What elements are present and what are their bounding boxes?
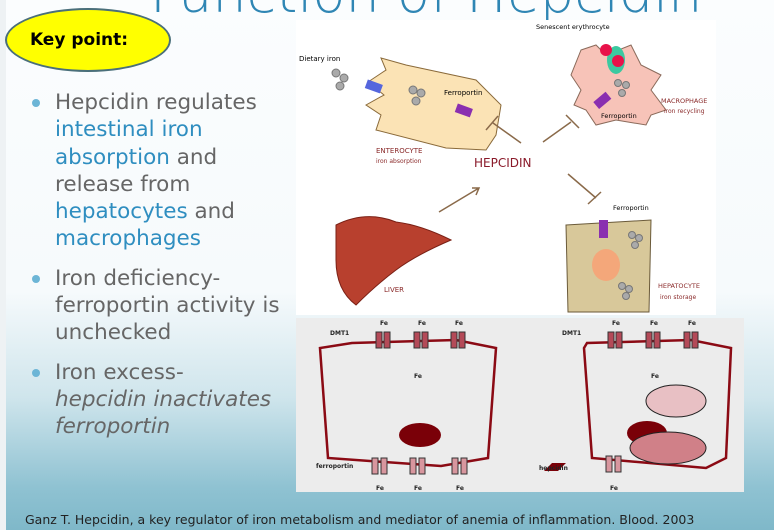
dmt1-transporter	[364, 79, 383, 94]
hepcidin-pathway-figure: Dietary iron Ferroportin ENTEROCYTE iron…	[296, 20, 716, 315]
label-enterocyte: ENTEROCYTE	[376, 147, 422, 155]
label-fe-out: Fe	[610, 485, 618, 492]
hepatocyte-cell	[565, 219, 652, 313]
endosome	[629, 431, 707, 465]
label-enterocyte-sub: iron absorption	[376, 158, 422, 165]
bullet-text: Iron deficiency- ferroportin activity is…	[55, 265, 280, 346]
lysosome	[645, 384, 707, 418]
label-macrophage-sub: iron recycling	[664, 108, 705, 115]
bullet-list: Hepcidin regulates intestinal iron absor…	[32, 89, 292, 453]
ferroportin-channels	[371, 455, 622, 475]
ferroportin-mechanism-figure: DMT1 DMT1 Fe Fe Fe Fe Fe Fe Fe Fe ferrop…	[296, 318, 744, 492]
label-dietary-iron: Dietary iron	[299, 55, 340, 63]
label-senescent-erythrocyte: Senescent erythrocyte	[536, 23, 610, 31]
liver-illustration	[335, 216, 453, 306]
label-fe: Fe	[688, 320, 696, 327]
label-fe-out: Fe	[376, 485, 384, 492]
ferroportin-transporter	[454, 103, 473, 118]
label-fe-center: Fe	[414, 373, 422, 380]
label-ferroportin-hepatocyte: Ferroportin	[613, 204, 649, 212]
label-fe-out: Fe	[456, 485, 464, 492]
highlight-macrophages: macrophages	[55, 226, 201, 252]
bullet-iron-excess: Iron excess-hepcidin inactivates ferropo…	[32, 359, 292, 441]
label-fe-out: Fe	[414, 485, 422, 492]
citation: Ganz T. Hepcidin, a key regulator of iro…	[25, 512, 695, 527]
label-fe-center-right: Fe	[651, 373, 659, 380]
enterocyte-cell	[331, 57, 502, 151]
label-fe: Fe	[650, 320, 658, 327]
dmt1-channels	[375, 331, 699, 349]
label-fe: Fe	[380, 320, 388, 327]
label-fe: Fe	[455, 320, 463, 327]
hepcidin-molecule	[544, 463, 566, 471]
label-hepatocyte: HEPATOCYTE	[658, 282, 700, 290]
bullet-text: Hepcidin regulates	[55, 90, 257, 115]
label-hepatocyte-sub: iron storage	[660, 294, 696, 301]
label-dmt1: DMT1	[330, 330, 349, 337]
label-liver: LIVER	[384, 286, 404, 294]
bullet-hepcidin-regulates: Hepcidin regulates intestinal iron absor…	[32, 89, 292, 253]
inhibition-arrows	[438, 114, 602, 213]
label-ferroportin-macrophage: Ferroportin	[601, 112, 637, 120]
highlight-hepatocytes: hepatocytes	[55, 199, 188, 225]
label-hepcidin: hepcidin	[539, 465, 568, 472]
label-dmt1-right: DMT1	[562, 330, 581, 337]
bullet-text: Iron excess-	[55, 359, 184, 385]
highlight-intestinal: intestinal iron absorption	[55, 117, 203, 170]
bullet-text: and	[187, 199, 235, 225]
bullet-italic-text: hepcidin inactivates ferroportin	[55, 386, 272, 440]
slide-edge	[0, 0, 6, 530]
nucleus	[399, 423, 441, 447]
key-point-callout: Key point:	[5, 8, 171, 72]
label-fe: Fe	[418, 320, 426, 327]
key-point-label: Key point:	[29, 30, 129, 50]
label-ferroportin: Ferroportin	[444, 89, 482, 97]
label-fe: Fe	[612, 320, 620, 327]
label-ferroportin: ferroportin	[316, 463, 353, 470]
macrophage-cell	[570, 44, 667, 126]
bullet-text: and release from	[55, 144, 218, 197]
label-macrophage: MACROPHAGE	[661, 97, 707, 105]
bullet-iron-deficiency: Iron deficiency- ferroportin activity is…	[32, 265, 292, 347]
label-hepcidin: HEPCIDIN	[474, 156, 532, 170]
